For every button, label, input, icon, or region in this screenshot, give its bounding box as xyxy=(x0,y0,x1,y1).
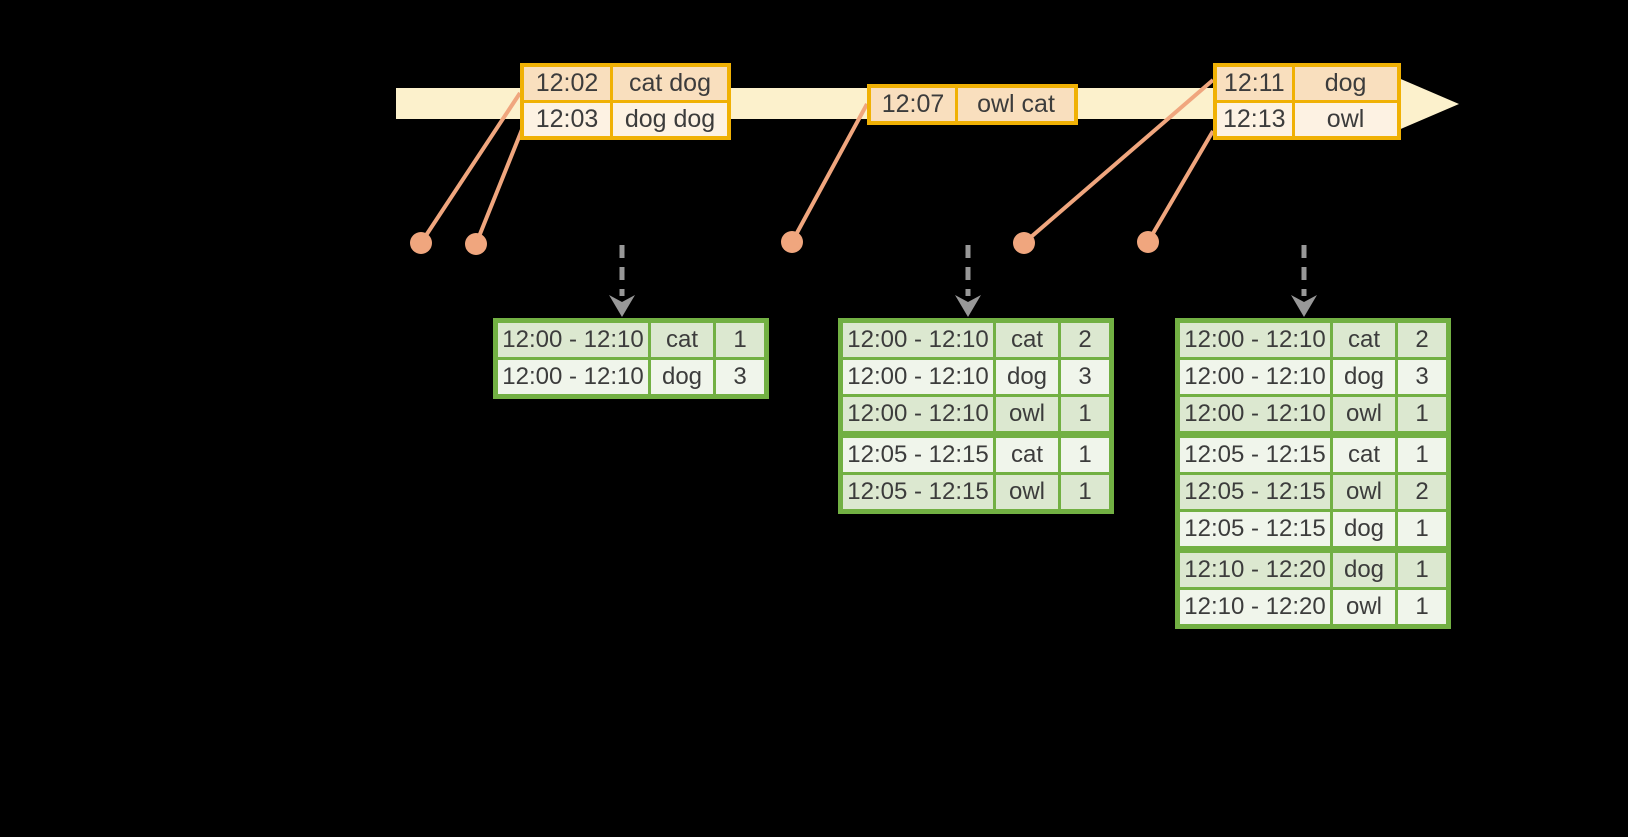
event-time-cell: 12:03 xyxy=(520,100,613,140)
word-cell: dog xyxy=(993,357,1061,397)
event-table-2: 12:07 owl cat xyxy=(867,84,1078,125)
event-connector-line xyxy=(419,91,522,245)
word-cell: dog xyxy=(648,357,716,398)
result-row: 12:05 - 12:15 cat 1 xyxy=(839,431,1113,475)
result-table-1: 12:00 - 12:10 cat 1 12:00 - 12:10 dog 3 xyxy=(493,318,769,399)
event-dot xyxy=(465,233,487,255)
word-cell: cat xyxy=(648,319,716,360)
event-row: 12:03 dog dog xyxy=(520,100,731,140)
result-row: 12:00 - 12:10 owl 1 xyxy=(839,394,1113,436)
event-row: 12:02 cat dog xyxy=(520,63,731,103)
count-cell: 2 xyxy=(1395,472,1450,512)
event-table-3: 12:11 dog 12:13 owl xyxy=(1213,63,1401,140)
event-connector-line xyxy=(1146,129,1215,244)
event-dot xyxy=(410,232,432,254)
count-cell: 1 xyxy=(1058,431,1113,475)
word-cell: owl xyxy=(993,472,1061,513)
window-cell: 12:05 - 12:15 xyxy=(1176,472,1333,512)
count-cell: 3 xyxy=(1395,357,1450,397)
word-cell: owl xyxy=(993,394,1061,436)
trigger-arrowhead-icon xyxy=(609,295,635,317)
event-words-cell: owl xyxy=(1291,100,1401,140)
count-cell: 2 xyxy=(1058,319,1113,360)
window-cell: 12:00 - 12:10 xyxy=(494,357,651,398)
event-row: 12:13 owl xyxy=(1213,100,1401,140)
window-cell: 12:05 - 12:15 xyxy=(839,472,996,513)
word-cell: dog xyxy=(1330,546,1398,590)
window-cell: 12:00 - 12:10 xyxy=(839,394,996,436)
window-cell: 12:10 - 12:20 xyxy=(1176,546,1333,590)
count-cell: 2 xyxy=(1395,319,1450,360)
event-time-cell: 12:02 xyxy=(520,63,613,103)
result-row: 12:00 - 12:10 cat 2 xyxy=(1176,319,1450,360)
event-dot xyxy=(781,231,803,253)
count-cell: 1 xyxy=(1395,431,1450,475)
result-row: 12:05 - 12:15 dog 1 xyxy=(1176,509,1450,551)
event-words-cell: dog xyxy=(1291,63,1401,103)
count-cell: 1 xyxy=(1395,509,1450,551)
result-table-2: 12:00 - 12:10 cat 2 12:00 - 12:10 dog 3 … xyxy=(838,318,1114,514)
result-table-3: 12:00 - 12:10 cat 2 12:00 - 12:10 dog 3 … xyxy=(1175,318,1451,629)
window-cell: 12:00 - 12:10 xyxy=(839,357,996,397)
event-connector-line xyxy=(790,103,869,243)
result-row: 12:05 - 12:15 owl 2 xyxy=(1176,472,1450,512)
count-cell: 3 xyxy=(713,357,768,398)
event-connector-line xyxy=(474,126,525,245)
event-words-cell: dog dog xyxy=(610,100,731,140)
timeline-arrowhead xyxy=(1396,77,1459,131)
count-cell: 3 xyxy=(1058,357,1113,397)
event-time-cell: 12:07 xyxy=(867,84,958,125)
event-words-cell: cat dog xyxy=(610,63,731,103)
count-cell: 1 xyxy=(1395,394,1450,436)
result-row: 12:00 - 12:10 dog 3 xyxy=(839,357,1113,397)
window-cell: 12:05 - 12:15 xyxy=(839,431,996,475)
word-cell: owl xyxy=(1330,472,1398,512)
event-time-cell: 12:11 xyxy=(1213,63,1295,103)
trigger-arrowhead-icon xyxy=(1291,295,1317,317)
count-cell: 1 xyxy=(1395,546,1450,590)
event-words-cell: owl cat xyxy=(955,84,1078,125)
count-cell: 1 xyxy=(1058,472,1113,513)
event-table-1: 12:02 cat dog 12:03 dog dog xyxy=(520,63,731,140)
count-cell: 1 xyxy=(1058,394,1113,436)
result-row: 12:05 - 12:15 cat 1 xyxy=(1176,431,1450,475)
window-cell: 12:00 - 12:10 xyxy=(839,319,996,360)
result-row: 12:10 - 12:20 dog 1 xyxy=(1176,546,1450,590)
result-row: 12:00 - 12:10 cat 2 xyxy=(839,319,1113,360)
word-cell: cat xyxy=(1330,319,1398,360)
result-row: 12:00 - 12:10 cat 1 xyxy=(494,319,768,360)
count-cell: 1 xyxy=(1395,587,1450,628)
window-cell: 12:00 - 12:10 xyxy=(1176,319,1333,360)
result-row: 12:00 - 12:10 owl 1 xyxy=(1176,394,1450,436)
window-cell: 12:00 - 12:10 xyxy=(1176,394,1333,436)
result-row: 12:05 - 12:15 owl 1 xyxy=(839,472,1113,513)
window-cell: 12:00 - 12:10 xyxy=(494,319,651,360)
word-cell: dog xyxy=(1330,357,1398,397)
event-row: 12:11 dog xyxy=(1213,63,1401,103)
word-cell: cat xyxy=(993,319,1061,360)
event-dot xyxy=(1137,231,1159,253)
event-row: 12:07 owl cat xyxy=(867,84,1078,125)
word-cell: dog xyxy=(1330,509,1398,551)
word-cell: cat xyxy=(1330,431,1398,475)
window-cell: 12:00 - 12:10 xyxy=(1176,357,1333,397)
count-cell: 1 xyxy=(713,319,768,360)
result-row: 12:00 - 12:10 dog 3 xyxy=(494,357,768,398)
result-row: 12:10 - 12:20 owl 1 xyxy=(1176,587,1450,628)
word-cell: owl xyxy=(1330,587,1398,628)
word-cell: cat xyxy=(993,431,1061,475)
window-cell: 12:05 - 12:15 xyxy=(1176,509,1333,551)
event-time-cell: 12:13 xyxy=(1213,100,1295,140)
trigger-arrowhead-icon xyxy=(955,295,981,317)
word-cell: owl xyxy=(1330,394,1398,436)
event-dot xyxy=(1013,232,1035,254)
window-cell: 12:05 - 12:15 xyxy=(1176,431,1333,475)
result-row: 12:00 - 12:10 dog 3 xyxy=(1176,357,1450,397)
window-cell: 12:10 - 12:20 xyxy=(1176,587,1333,628)
